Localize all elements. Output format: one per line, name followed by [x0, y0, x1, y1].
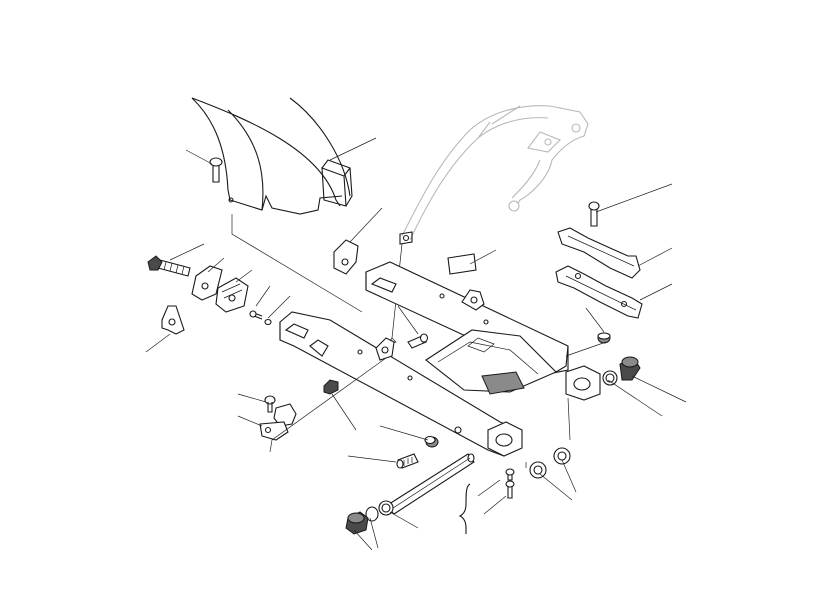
pivot-cap: [345, 500, 394, 535]
screw-mudguard: [209, 157, 223, 183]
swingarm: [279, 261, 601, 457]
pivot-screws: [505, 468, 515, 499]
mounting-plate: [161, 305, 185, 335]
chain-guide-upper: [557, 201, 641, 279]
rear-subframe: [387, 105, 589, 345]
spacer-middle: [424, 435, 439, 448]
brace-bracket: [458, 483, 471, 534]
rear-mudguard: [191, 97, 353, 215]
clamp-bracket: [259, 395, 297, 441]
bushing-upper: [597, 332, 611, 344]
bolt-top: [407, 333, 429, 349]
label-plate: [447, 253, 477, 275]
bushing-right: [602, 356, 641, 386]
bracket-set: [191, 265, 249, 313]
washers-lower: [529, 447, 571, 479]
long-bolt: [147, 255, 191, 277]
bolt-lower: [396, 453, 419, 469]
chain-guide-lower: [555, 265, 643, 319]
small-screw: [249, 310, 272, 326]
clip-bracket: [333, 239, 359, 275]
leader-lines: [145, 137, 687, 551]
nut-left: [323, 379, 339, 395]
